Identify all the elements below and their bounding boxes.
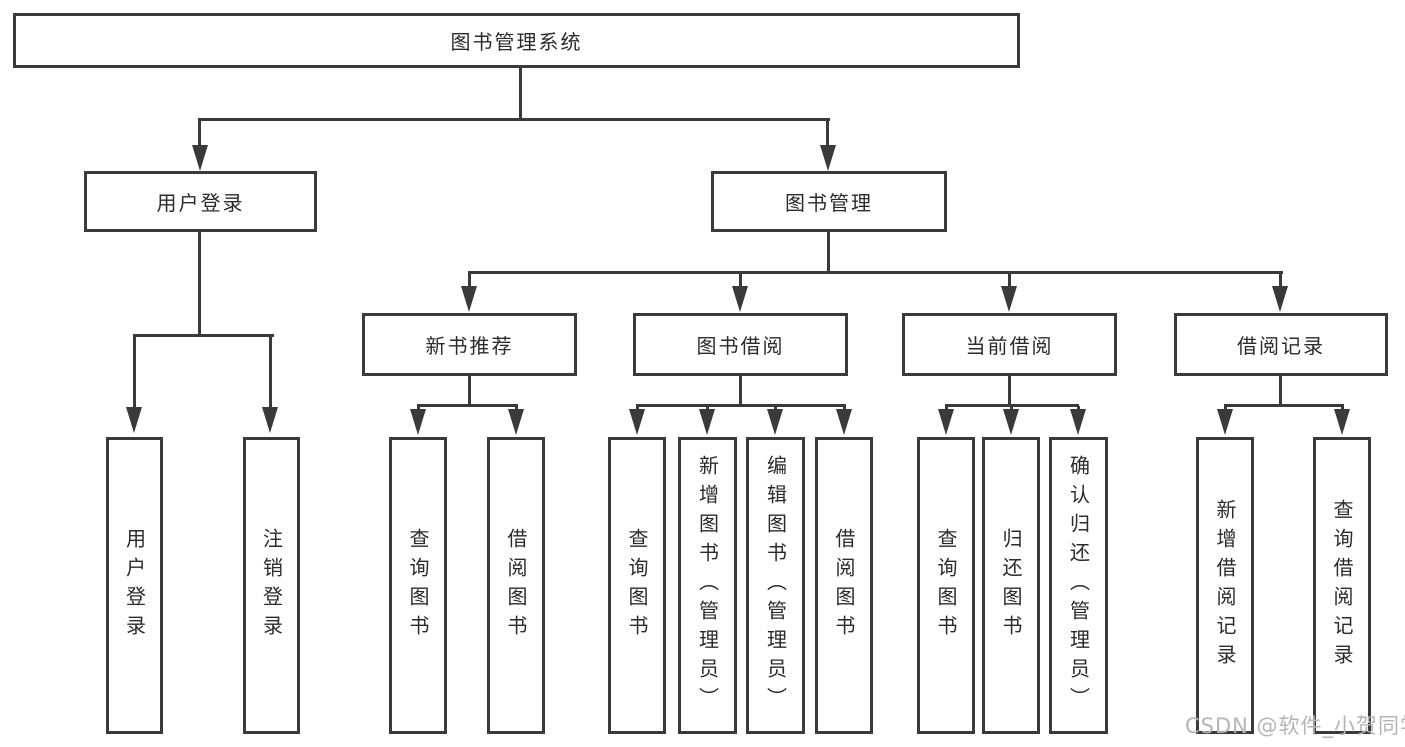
arrow-down-icon bbox=[732, 286, 748, 312]
arrow-down-icon bbox=[1070, 409, 1086, 435]
arrow-down-icon bbox=[1217, 409, 1233, 435]
leaf-query-borrow-record: 查询借阅记录 bbox=[1313, 437, 1371, 734]
connector-drop bbox=[133, 336, 136, 408]
node-label: 图书管理 bbox=[785, 191, 873, 215]
connector-drop bbox=[1010, 406, 1013, 411]
connector-drop bbox=[739, 273, 742, 287]
arrow-down-icon bbox=[629, 409, 645, 435]
node-book-management: 图书管理 bbox=[711, 171, 947, 232]
arrow-down-icon bbox=[767, 409, 783, 435]
node-new-book-recommendation: 新书推荐 bbox=[362, 313, 577, 376]
arrow-down-icon bbox=[1272, 286, 1288, 312]
connector-rail bbox=[1224, 404, 1344, 407]
leaf-label: 新增图书（管理员） bbox=[695, 455, 720, 716]
connector-drop bbox=[1008, 273, 1011, 287]
arrow-down-icon bbox=[1334, 409, 1350, 435]
leaf-label: 查询图书 bbox=[406, 527, 430, 644]
node-borrowing-records: 借阅记录 bbox=[1174, 313, 1388, 376]
connector-stem bbox=[468, 376, 471, 406]
leaf-borrow-books-borrowing: 借阅图书 bbox=[815, 437, 873, 734]
node-user-login: 用户登录 bbox=[84, 171, 317, 232]
arrow-down-icon bbox=[192, 145, 208, 171]
connector-drop bbox=[1077, 406, 1080, 411]
leaf-label: 编辑图书（管理员） bbox=[763, 455, 788, 716]
leaf-label: 查询借阅记录 bbox=[1330, 498, 1354, 673]
leaf-label: 借阅图书 bbox=[832, 527, 856, 644]
leaf-label: 注销登录 bbox=[259, 527, 284, 644]
connector-drop bbox=[269, 336, 272, 408]
connector-stem bbox=[1008, 376, 1011, 406]
arrow-down-icon bbox=[820, 145, 836, 171]
arrow-down-icon bbox=[262, 407, 278, 433]
connector-root-rail bbox=[198, 118, 830, 121]
leaf-logout: 注销登录 bbox=[243, 437, 300, 734]
node-label: 当前借阅 bbox=[965, 334, 1054, 358]
leaf-label: 新增借阅记录 bbox=[1213, 498, 1237, 673]
node-label: 用户登录 bbox=[156, 191, 245, 215]
watermark-text: CSDN @软件_小贺同学 bbox=[1185, 714, 1405, 738]
leaf-label: 归还图书 bbox=[999, 527, 1023, 644]
connector-drop bbox=[1279, 273, 1282, 287]
leaf-borrow-books-recommend: 借阅图书 bbox=[487, 437, 545, 734]
connector-drop bbox=[198, 120, 201, 146]
connector-drop bbox=[706, 406, 709, 411]
connector-drop bbox=[1341, 406, 1344, 411]
arrow-down-icon bbox=[1001, 286, 1017, 312]
connector-stem bbox=[739, 376, 742, 406]
connector-user-login-rail bbox=[133, 334, 274, 337]
connector-drop bbox=[636, 406, 639, 411]
connector-book-mgmt-rail bbox=[468, 271, 1283, 274]
leaf-label: 用户登录 bbox=[122, 527, 147, 644]
arrow-down-icon bbox=[461, 286, 477, 312]
node-book-borrowing: 图书借阅 bbox=[633, 313, 848, 376]
leaf-add-book-admin: 新增图书（管理员） bbox=[678, 437, 737, 734]
connector-rail bbox=[636, 404, 846, 407]
arrow-down-icon bbox=[126, 407, 142, 433]
connector-drop bbox=[826, 120, 829, 146]
arrow-down-icon bbox=[836, 409, 852, 435]
node-label: 图书借阅 bbox=[696, 334, 785, 358]
arrow-down-icon bbox=[508, 409, 524, 435]
node-current-borrowing: 当前借阅 bbox=[902, 313, 1117, 376]
connector-drop bbox=[468, 273, 471, 287]
connector-drop bbox=[945, 406, 948, 411]
leaf-user-login: 用户登录 bbox=[106, 437, 163, 734]
leaf-confirm-return-admin: 确认归还（管理员） bbox=[1049, 437, 1108, 734]
leaf-label: 查询图书 bbox=[625, 527, 649, 644]
leaf-label: 查询图书 bbox=[934, 527, 958, 644]
node-label: 借阅记录 bbox=[1237, 334, 1325, 358]
connector-drop bbox=[843, 406, 846, 411]
connector-drop bbox=[774, 406, 777, 411]
connector-user-login-stem bbox=[198, 232, 201, 336]
connector-rail bbox=[417, 404, 518, 407]
connector-drop bbox=[417, 406, 420, 411]
leaf-add-borrow-record: 新增借阅记录 bbox=[1196, 437, 1254, 734]
leaf-query-books-recommend: 查询图书 bbox=[389, 437, 447, 734]
arrow-down-icon bbox=[699, 409, 715, 435]
connector-book-mgmt-stem bbox=[827, 232, 830, 273]
node-library-management-system: 图书管理系统 bbox=[13, 13, 1020, 68]
leaf-query-books-current: 查询图书 bbox=[917, 437, 975, 734]
arrow-down-icon bbox=[1003, 409, 1019, 435]
leaf-label: 确认归还（管理员） bbox=[1066, 455, 1091, 716]
leaf-edit-book-admin: 编辑图书（管理员） bbox=[746, 437, 805, 734]
arrow-down-icon bbox=[410, 409, 426, 435]
leaf-query-books-borrowing: 查询图书 bbox=[608, 437, 666, 734]
connector-drop bbox=[515, 406, 518, 411]
node-label: 图书管理系统 bbox=[450, 30, 583, 54]
node-label: 新书推荐 bbox=[425, 334, 514, 358]
leaf-return-books: 归还图书 bbox=[982, 437, 1040, 734]
connector-stem bbox=[1279, 376, 1282, 406]
connector-rail bbox=[945, 404, 1079, 407]
connector-root-stem bbox=[519, 67, 522, 120]
arrow-down-icon bbox=[938, 409, 954, 435]
leaf-label: 借阅图书 bbox=[504, 527, 528, 644]
connector-drop bbox=[1224, 406, 1227, 411]
